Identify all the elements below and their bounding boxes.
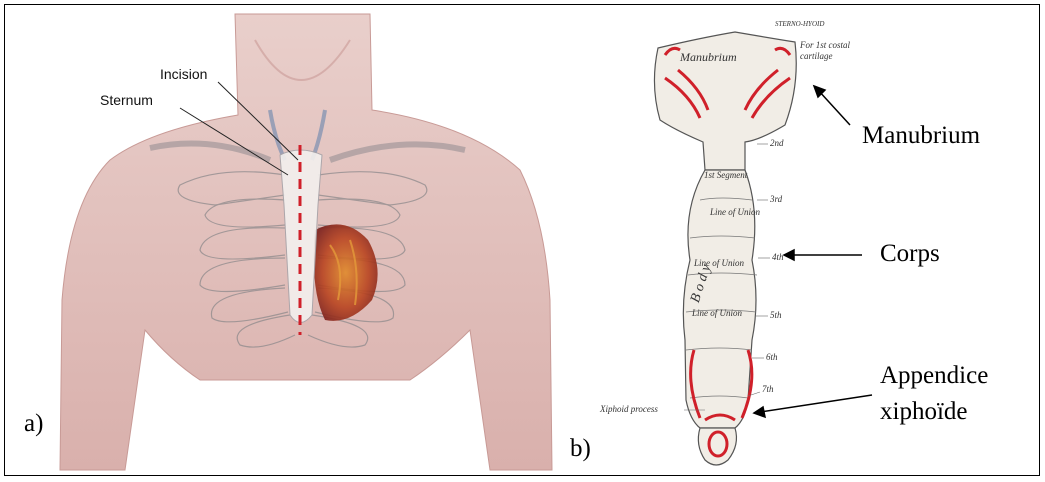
rib-number-4: 4th: [772, 252, 784, 262]
xiphoid-process-text: Xiphoid process: [600, 404, 658, 414]
manubrium-annotation: Manubrium: [862, 122, 980, 150]
first-segment-text: 1st Segment: [704, 170, 747, 180]
appendice-annotation-line2: xiphoïde: [880, 398, 968, 426]
rib-number-6: 6th: [766, 352, 778, 362]
first-costal-text: For 1st costal cartilage: [800, 40, 860, 62]
appendice-annotation-line1: Appendice: [880, 362, 988, 390]
rib-number-5: 5th: [770, 310, 782, 320]
line-of-union-1: Line of Union: [710, 207, 760, 217]
xiphoid-shape: [698, 428, 736, 465]
rib-number-3: 3rd: [770, 194, 782, 204]
rib-number-7: 7th: [762, 384, 774, 394]
manubrium-engraved-word: Manubrium: [680, 50, 737, 65]
sternohyoid-text: STERNO-HYOID: [775, 20, 824, 28]
rib-number-2: 2nd: [770, 138, 784, 148]
line-of-union-3: Line of Union: [692, 308, 742, 318]
panel-b-label: b): [570, 435, 591, 463]
corps-annotation: Corps: [880, 240, 940, 268]
